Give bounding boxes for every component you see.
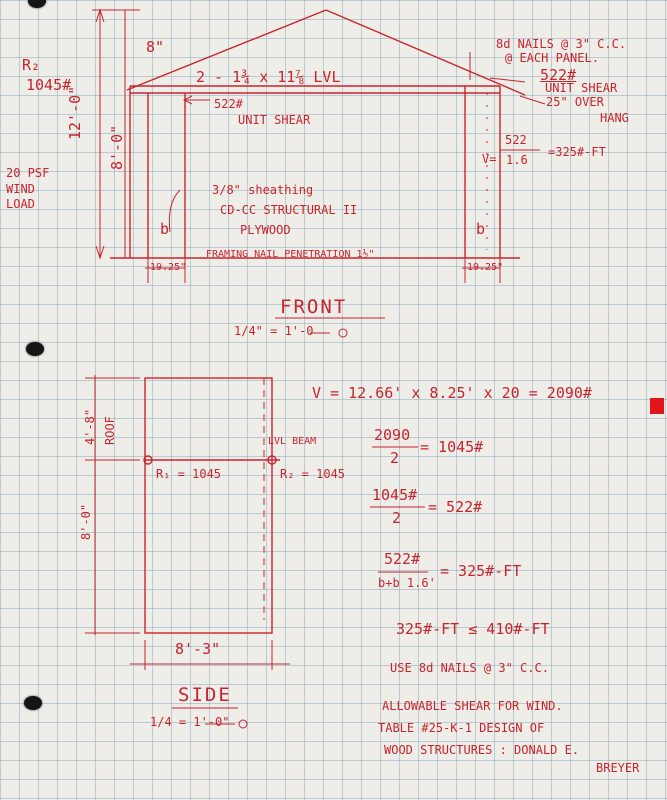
nails-note-1: 8d NAILS @ 3" C.C.	[496, 37, 627, 51]
panel-width-right: 19.25"	[467, 262, 504, 273]
unit-shear-right-label: UNIT SHEAR	[545, 81, 618, 95]
calc-fraction-bars	[370, 149, 540, 573]
r2-label: R₂	[22, 56, 41, 74]
nails-note-2: @ EACH PANEL.	[505, 51, 599, 65]
front-elevation-drawing	[92, 8, 546, 338]
side-title: SIDE	[178, 684, 232, 706]
unit-shear-left-value: 522#	[214, 97, 243, 111]
v-calc-num: 522	[505, 133, 527, 147]
overhang-1: 25" OVER	[546, 95, 604, 109]
front-scale: 1/4" = 1'-0	[234, 324, 314, 338]
roof-dim: 4'-8"	[83, 408, 97, 445]
comparison: 325#-FT ≤ 410#-FT	[396, 620, 550, 638]
v-calc-result: =325#-FT	[548, 145, 606, 159]
shear-numerator: 522#	[384, 550, 421, 568]
overhang-2: HANG	[600, 111, 629, 125]
roof-label: ROOF	[103, 416, 117, 445]
v-total-calc: V = 12.66' x 8.25' x 20 = 2090#	[312, 384, 592, 402]
side-scale: 1/4 = 1'-0"	[150, 715, 230, 729]
wind-load-note: 20 PSF WIND LOAD	[6, 166, 50, 212]
penetration-note: FRAMING NAIL PENETRATION 1½"	[206, 249, 375, 260]
shear-denominator: b+b 1.6'	[378, 576, 436, 590]
r2-value: 1045#	[26, 76, 72, 94]
roof-pitch: 8"	[146, 38, 165, 56]
side-wall-dim: 8'-0"	[79, 503, 93, 540]
beam-label: 2 - 1¾ x 11⅞ LVL	[196, 68, 341, 86]
reference-line-1: ALLOWABLE SHEAR FOR WIND.	[382, 699, 563, 713]
panel-b-right: b	[476, 220, 486, 238]
sheathing-line-2: CD-CC STRUCTURAL II	[220, 203, 358, 217]
quarter-result: = 522#	[428, 498, 483, 516]
v-calc-prefix: V=	[482, 152, 497, 166]
reference-line-3: WOOD STRUCTURES : DONALD E.	[384, 743, 580, 757]
binder-hole	[28, 0, 46, 8]
panel-width-left: 19.25"	[150, 262, 187, 273]
v-calc-den: 1.6	[506, 153, 528, 167]
height-dim: 12'-0"	[66, 85, 84, 140]
quarter-denominator: 2	[392, 509, 402, 527]
use-nails: USE 8d NAILS @ 3" C.C.	[390, 661, 549, 675]
reference-line-4: BREYER	[596, 761, 640, 775]
panel-b-left: b	[160, 220, 170, 238]
wall-height-dim: 8'-0"	[108, 124, 126, 170]
side-elevation-drawing	[85, 375, 290, 729]
half-result: = 1045#	[420, 438, 484, 456]
unit-shear-left-label: UNIT SHEAR	[238, 113, 311, 127]
sheathing-line-1: 3/8" sheathing	[212, 183, 314, 197]
r2-reaction: R₂ = 1045	[280, 467, 346, 481]
front-title: FRONT	[280, 296, 348, 318]
binder-hole	[26, 342, 44, 356]
half-numerator: 2090	[374, 426, 411, 444]
red-mark	[650, 398, 664, 414]
side-width-dim: 8'-3"	[175, 640, 221, 658]
reference-line-2: TABLE #25-K-1 DESIGN OF	[378, 721, 545, 735]
shear-result: = 325#-FT	[440, 562, 522, 580]
binder-hole	[24, 696, 42, 710]
r1-reaction: R₁ = 1045	[156, 467, 222, 481]
half-denominator: 2	[390, 449, 400, 467]
sheathing-line-3: PLYWOOD	[240, 223, 291, 237]
quarter-numerator: 1045#	[372, 486, 418, 504]
lvl-beam-label: LVL BEAM	[268, 436, 317, 447]
unit-shear-right-value: 522#	[540, 66, 577, 84]
